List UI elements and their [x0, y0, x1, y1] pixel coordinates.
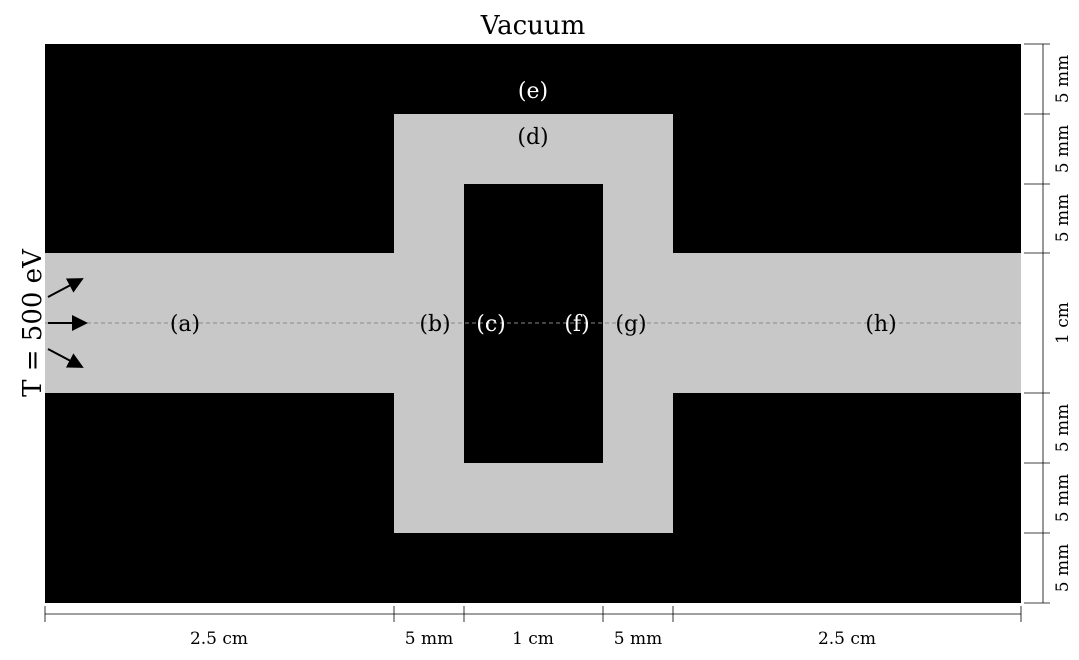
v-dim-label-channel: 1 cm [1053, 302, 1073, 344]
region-label-g: (g) [615, 312, 646, 337]
region-label-d: (d) [517, 125, 548, 150]
v-dim-label-bottom-wall: 5 mm [1053, 474, 1073, 522]
h-dim-label-left-wall: 5 mm [405, 629, 453, 649]
vertical-dimensions [1024, 43, 1050, 604]
arrow-up [47, 278, 84, 298]
region-label-h: (h) [865, 312, 896, 337]
region-label-c: (c) [476, 312, 506, 337]
h-dim-label-left-bar: 2.5 cm [190, 629, 248, 649]
source-temperature-label: T = 500 eV [18, 248, 48, 397]
h-dim-label-right-bar: 2.5 cm [818, 629, 876, 649]
arrow-down [47, 348, 84, 368]
v-dim-label-upper-inner: 5 mm [1053, 194, 1073, 242]
v-dim-label-bottom-solid: 5 mm [1053, 544, 1073, 592]
region-label-e: (e) [518, 79, 548, 104]
region-label-f: (f) [564, 312, 589, 337]
source-arrows [47, 278, 88, 368]
v-dim-label-lower-inner: 5 mm [1053, 404, 1073, 452]
h-dim-label-inner-block: 1 cm [512, 629, 554, 649]
horizontal-dimensions [44, 606, 1022, 622]
v-dim-label-top-wall: 5 mm [1053, 125, 1073, 173]
region-label-a: (a) [170, 312, 200, 337]
h-dim-label-right-wall: 5 mm [614, 629, 662, 649]
v-dim-label-top-solid: 5 mm [1053, 55, 1073, 103]
diagram-title: Vacuum [480, 11, 586, 41]
region-label-b: (b) [419, 312, 450, 337]
